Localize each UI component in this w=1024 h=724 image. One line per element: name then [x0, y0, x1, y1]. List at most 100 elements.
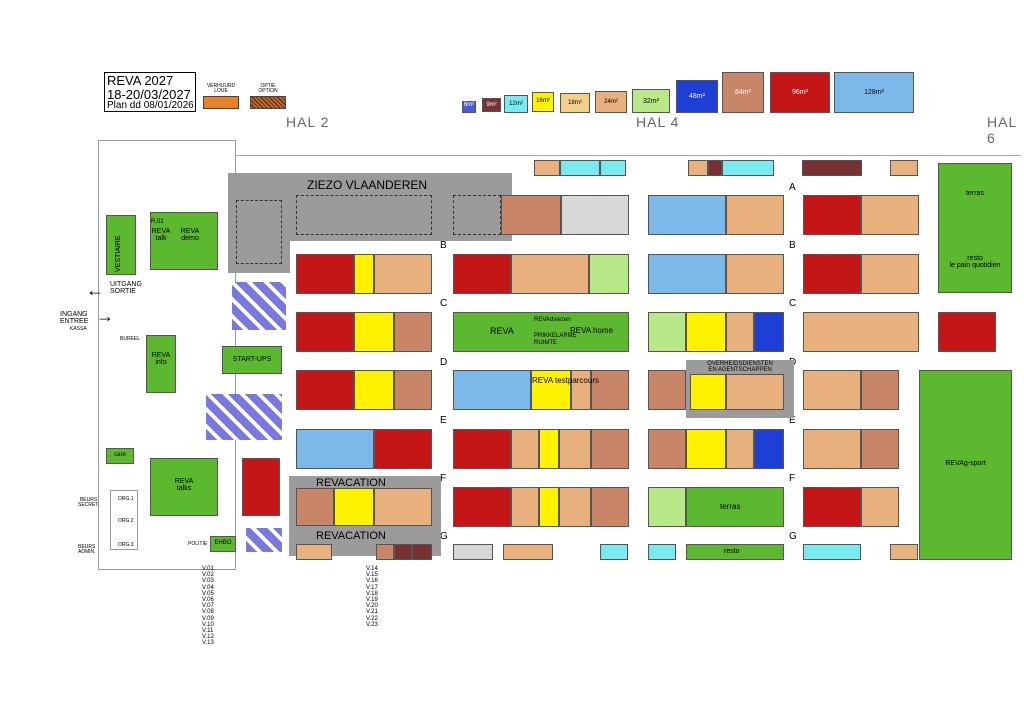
booth-e11[interactable] [754, 429, 784, 469]
revag-sport-zone[interactable] [919, 370, 1012, 560]
booth-d4[interactable] [453, 370, 531, 410]
booth-top-1[interactable] [534, 160, 560, 176]
booth-top-8[interactable] [890, 160, 918, 176]
booth-d6[interactable] [571, 370, 591, 410]
booth-d3[interactable] [394, 370, 432, 410]
booth-a4[interactable] [648, 195, 726, 235]
booth-b1[interactable] [296, 254, 354, 294]
booth-e2[interactable] [374, 429, 432, 469]
booth-d9[interactable] [690, 374, 726, 410]
booth-e6[interactable] [559, 429, 591, 469]
booth-e12[interactable] [803, 429, 861, 469]
booth-top-5[interactable] [708, 160, 722, 176]
booth-g7[interactable] [600, 544, 628, 560]
reva-talks-zone[interactable] [150, 458, 218, 516]
booth-d8[interactable] [648, 370, 686, 410]
care-zone[interactable] [106, 448, 134, 464]
size-48: 48m² [676, 80, 718, 113]
booth-c5[interactable] [686, 312, 726, 352]
booth-f5[interactable] [511, 487, 539, 527]
booth-g6[interactable] [503, 544, 553, 560]
booth-c8[interactable] [803, 312, 919, 352]
booth-top-3[interactable] [600, 160, 626, 176]
booth-b7[interactable] [648, 254, 726, 294]
booth-e8[interactable] [648, 429, 686, 469]
booth-b2[interactable] [354, 254, 374, 294]
booth-g10[interactable] [890, 544, 918, 560]
booth-b3[interactable] [374, 254, 432, 294]
booth-a5[interactable] [726, 195, 784, 235]
booth-e13[interactable] [861, 429, 899, 469]
booth-e4[interactable] [511, 429, 539, 469]
booth-b9[interactable] [803, 254, 861, 294]
reva-info-zone[interactable] [146, 335, 176, 393]
booth-f8[interactable] [591, 487, 629, 527]
booth-c2[interactable] [354, 312, 394, 352]
booth-g8[interactable] [648, 544, 676, 560]
booth-ziezo-2[interactable] [453, 195, 501, 235]
booth-b8[interactable] [726, 254, 784, 294]
booth-f2[interactable] [334, 488, 374, 526]
booth-e9[interactable] [686, 429, 726, 469]
booth-e7[interactable] [591, 429, 629, 469]
booth-c6[interactable] [726, 312, 754, 352]
booth-f4[interactable] [453, 487, 511, 527]
booth-top-6[interactable] [722, 160, 774, 176]
booth-f6[interactable] [539, 487, 559, 527]
booth-d10[interactable] [726, 374, 784, 410]
startups-zone[interactable] [222, 346, 282, 374]
booth-reva-c[interactable] [453, 312, 629, 352]
booth-d11[interactable] [803, 370, 861, 410]
booth-b10[interactable] [861, 254, 919, 294]
booth-a2[interactable] [501, 195, 561, 235]
ehbo-zone[interactable] [210, 536, 236, 552]
booth-f9[interactable] [648, 487, 686, 527]
booth-f1[interactable] [296, 488, 334, 526]
booth-e5[interactable] [539, 429, 559, 469]
booth-g1[interactable] [296, 544, 332, 560]
booth-g9[interactable] [803, 544, 861, 560]
booth-g4[interactable] [412, 544, 432, 560]
booth-g3[interactable] [394, 544, 412, 560]
booth-top-4[interactable] [688, 160, 708, 176]
booth-c4[interactable] [648, 312, 686, 352]
booth-b4[interactable] [453, 254, 511, 294]
booth-f10[interactable] [803, 487, 861, 527]
booth-c7[interactable] [754, 312, 784, 352]
booth-d7[interactable] [591, 370, 629, 410]
booth-b6[interactable] [589, 254, 629, 294]
booth-d5[interactable] [531, 370, 571, 410]
booth-c1[interactable] [296, 312, 354, 352]
terras-resto-zone[interactable] [938, 163, 1012, 293]
booth-d2[interactable] [354, 370, 394, 410]
booth-terras-f[interactable] [686, 487, 784, 527]
ingang-label: INGANG ENTREE [60, 311, 89, 326]
care-label: care [114, 452, 126, 458]
booth-a7[interactable] [861, 195, 919, 235]
hall-6-label: HAL 6 [987, 114, 1017, 146]
booth-e1[interactable] [296, 429, 374, 469]
booth-top-2[interactable] [560, 160, 600, 176]
reva-talk-demo-zone[interactable] [150, 212, 218, 270]
row-b-right: B [789, 240, 796, 251]
booth-f11[interactable] [861, 487, 899, 527]
booth-g5[interactable] [453, 544, 493, 560]
booth-c3[interactable] [394, 312, 432, 352]
booth-f3[interactable] [374, 488, 432, 526]
booth-d1[interactable] [296, 370, 354, 410]
booth-resto-g[interactable] [686, 544, 784, 560]
booth-a3[interactable] [561, 195, 629, 235]
vestiaire-zone[interactable] [106, 215, 136, 275]
booth-g2[interactable] [376, 544, 394, 560]
booth-ziezo-1[interactable] [296, 195, 432, 235]
booth-red-left[interactable] [242, 458, 280, 516]
booth-d12[interactable] [861, 370, 899, 410]
booth-c9[interactable] [938, 312, 996, 352]
booth-b5[interactable] [511, 254, 589, 294]
booth-e3[interactable] [453, 429, 511, 469]
booth-a6[interactable] [803, 195, 861, 235]
booth-e10[interactable] [726, 429, 754, 469]
booth-f7[interactable] [559, 487, 591, 527]
booth-ziezo-3[interactable] [236, 200, 282, 264]
booth-top-7[interactable] [802, 160, 862, 176]
